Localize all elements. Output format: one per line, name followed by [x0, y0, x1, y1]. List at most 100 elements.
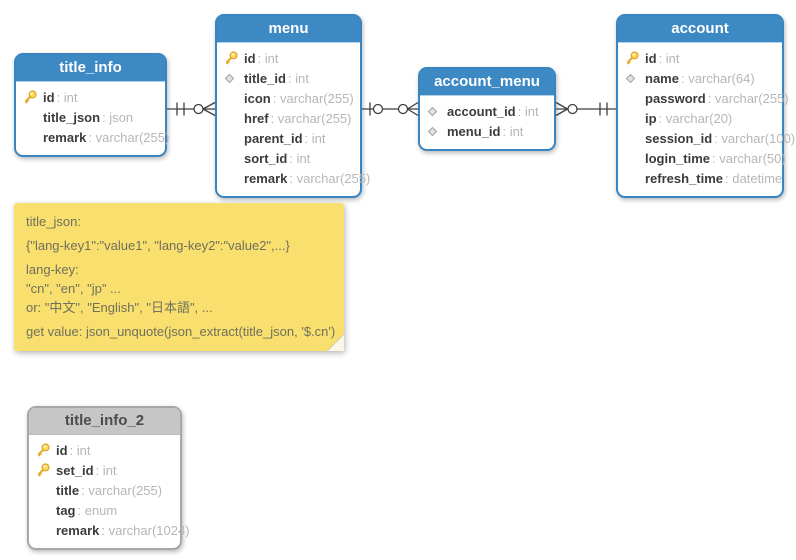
column-type: : varchar(1024): [101, 522, 190, 538]
column-row[interactable]: id: int: [16, 87, 165, 107]
primary-key-icon: [23, 90, 43, 104]
column-row[interactable]: menu_id: int: [420, 121, 554, 141]
column-type: : varchar(255): [272, 90, 354, 106]
column-row[interactable]: login_time: varchar(50): [618, 148, 786, 168]
column-name: id: [56, 442, 68, 458]
relationship-account_menu-account[interactable]: [555, 95, 616, 123]
column-row[interactable]: id: int: [217, 48, 360, 68]
column-row[interactable]: remark: varchar(255): [217, 168, 370, 188]
column-type: : varchar(255): [270, 110, 352, 126]
column-name: ip: [645, 110, 657, 126]
table-header[interactable]: account: [618, 16, 782, 43]
column-row[interactable]: name: varchar(64): [618, 68, 782, 88]
column-type: : int: [289, 150, 311, 166]
primary-key-icon: [36, 443, 56, 457]
column-row[interactable]: remark: varchar(1024): [29, 520, 190, 540]
table-header[interactable]: menu: [217, 16, 360, 43]
column-type: : varchar(255): [81, 482, 163, 498]
relationship-title_info-menu[interactable]: [167, 95, 216, 123]
foreign-key-diamond-icon: [427, 126, 447, 137]
column-name: menu_id: [447, 123, 501, 139]
column-row[interactable]: parent_id: int: [217, 128, 360, 148]
column-row[interactable]: ip: varchar(20): [618, 108, 782, 128]
column-name: title: [56, 482, 80, 498]
sticky-note-text: title_json: {"lang-key1":"value1", "lang-…: [14, 203, 344, 351]
column-type: : int: [658, 50, 680, 66]
column-row[interactable]: refresh_time: datetime: [618, 168, 782, 188]
note-fold-corner-icon: [327, 334, 344, 351]
column-row[interactable]: account_id: int: [420, 101, 554, 121]
primary-key-icon: [36, 463, 56, 477]
note-line: title_json:: [26, 214, 81, 229]
foreign-key-diamond-icon: [224, 73, 244, 84]
column-name: id: [645, 50, 657, 66]
sticky-note[interactable]: title_json: {"lang-key1":"value1", "lang-…: [14, 203, 344, 351]
note-line: {"lang-key1":"value1", "lang-key2":"valu…: [26, 238, 290, 253]
column-row[interactable]: remark: varchar(255): [16, 127, 169, 147]
column-row[interactable]: sort_id: int: [217, 148, 360, 168]
column-row[interactable]: title_id: int: [217, 68, 360, 88]
column-type: : int: [517, 103, 539, 119]
column-type: : varchar(255): [88, 129, 170, 145]
column-name: id: [244, 50, 256, 66]
column-name: account_id: [447, 103, 516, 119]
column-row[interactable]: set_id: int: [29, 460, 180, 480]
relationship-menu-account_menu[interactable]: [362, 95, 419, 123]
primary-key-icon: [224, 51, 244, 65]
column-row[interactable]: password: varchar(255): [618, 88, 789, 108]
table-title: account_menu: [434, 73, 540, 90]
column-row[interactable]: id: int: [618, 48, 782, 68]
table-title: account: [671, 20, 729, 37]
column-name: session_id: [645, 130, 713, 146]
column-type: : int: [56, 89, 78, 105]
column-name: remark: [56, 522, 100, 538]
column-row[interactable]: href: varchar(255): [217, 108, 360, 128]
column-name: remark: [244, 170, 288, 186]
column-name: password: [645, 90, 706, 106]
column-row[interactable]: title_json: json: [16, 107, 165, 127]
foreign-key-diamond-icon: [625, 73, 645, 84]
column-name: remark: [43, 129, 87, 145]
table-header[interactable]: title_info: [16, 55, 165, 82]
column-name: id: [43, 89, 55, 105]
column-type: : int: [257, 50, 279, 66]
primary-key-icon: [625, 51, 645, 65]
column-row[interactable]: icon: varchar(255): [217, 88, 360, 108]
column-row[interactable]: tag: enum: [29, 500, 180, 520]
column-type: : varchar(20): [658, 110, 733, 126]
column-name: login_time: [645, 150, 711, 166]
column-row[interactable]: session_id: varchar(100): [618, 128, 795, 148]
table-title: title_info_2: [64, 412, 145, 429]
column-name: icon: [244, 90, 271, 106]
column-type: : varchar(50): [712, 150, 786, 166]
column-type: : int: [502, 123, 524, 139]
note-line: lang-key:: [26, 262, 79, 277]
column-row[interactable]: title: varchar(255): [29, 480, 180, 500]
column-name: tag: [56, 502, 76, 518]
column-type: : int: [304, 130, 326, 146]
column-type: : enum: [77, 502, 118, 518]
column-name: href: [244, 110, 269, 126]
note-line: "cn", "en", "jp" ...: [26, 281, 121, 296]
column-row[interactable]: id: int: [29, 440, 180, 460]
column-name: refresh_time: [645, 170, 724, 186]
table-header[interactable]: title_info_2: [29, 408, 180, 435]
table-header[interactable]: account_menu: [420, 69, 554, 96]
column-name: title_id: [244, 70, 286, 86]
column-type: : datetime: [725, 170, 783, 186]
foreign-key-diamond-icon: [427, 106, 447, 117]
column-name: title_json: [43, 109, 101, 125]
column-type: : int: [95, 462, 117, 478]
column-type: : varchar(64): [680, 70, 755, 86]
